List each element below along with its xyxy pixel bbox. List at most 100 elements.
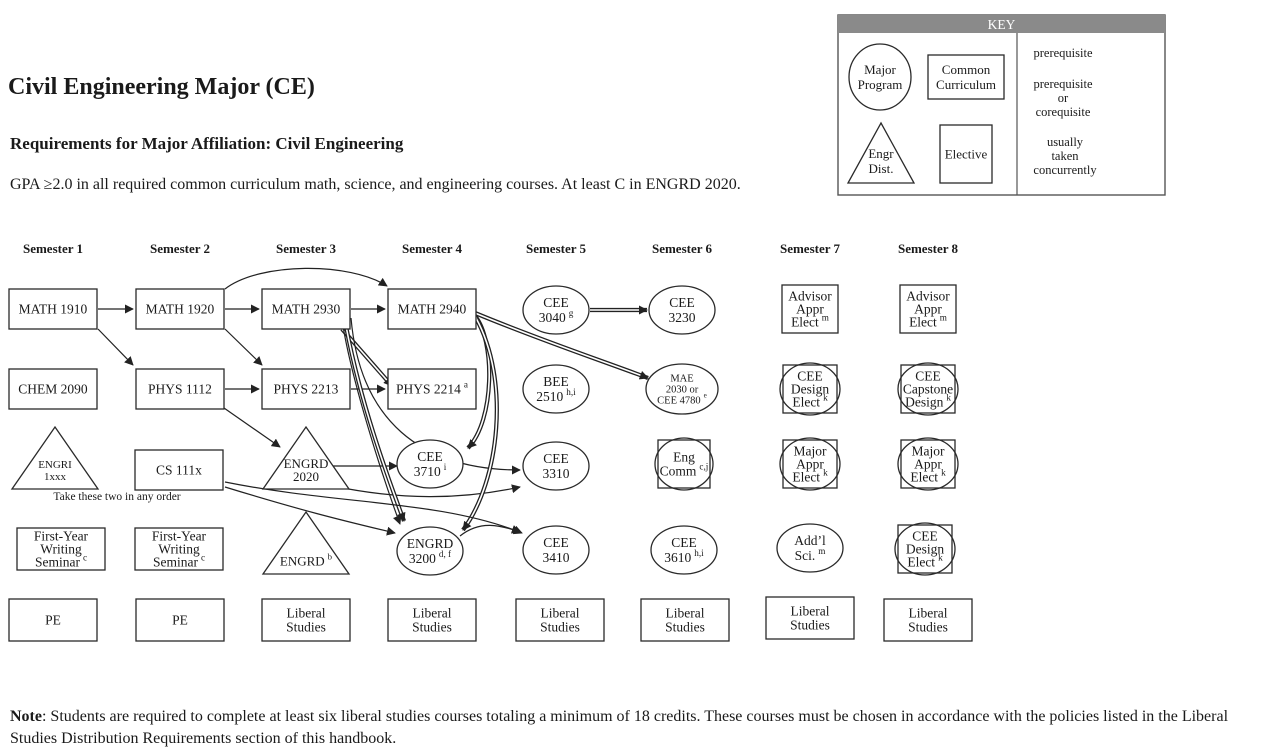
- course-phys2214-box: [387, 368, 477, 410]
- edge-math2930-engrd3200-co-inner: [345, 325, 405, 522]
- course-phys2213[interactable]: PHYS 2213: [261, 368, 351, 410]
- course-engri-triangle: [10, 425, 100, 490]
- course-cs111x-label-line: CS 111x: [156, 463, 202, 478]
- course-fyws2-box: [134, 527, 224, 571]
- course-lib7-label-line: Studies: [790, 618, 830, 633]
- course-lib8-box: [883, 598, 973, 642]
- course-mae2030-label-line: 2030 or: [666, 385, 699, 396]
- course-math1920[interactable]: MATH 1920: [135, 288, 225, 330]
- course-addlsci-label-line: Add’l: [794, 533, 826, 548]
- course-engrd2020-triangle: [261, 425, 351, 490]
- course-phys2213-label: PHYS 2213: [274, 382, 339, 397]
- key-shape-1-label-line: Program: [858, 77, 903, 92]
- course-math2940-label-line: MATH 2940: [398, 302, 467, 317]
- course-phys2213-box: [261, 368, 351, 410]
- course-lib3-label-line: Liberal: [287, 606, 326, 621]
- course-math1910[interactable]: MATH 1910: [8, 288, 98, 330]
- key-arrow-double-label-line: corequisite: [1036, 105, 1091, 119]
- course-ceecapstone-label-line: Design: [905, 395, 943, 410]
- course-math2930-label: MATH 2930: [272, 302, 341, 317]
- course-pe1-box: [8, 598, 98, 642]
- course-pe2-box: [135, 598, 225, 642]
- course-addlsci-label-line: Sci.: [795, 548, 816, 563]
- key-arrow-double-label-line: or: [1058, 91, 1069, 105]
- semester-header-1: Semester 1: [23, 241, 83, 256]
- course-engcomm-ellipse: [654, 437, 714, 491]
- key-arrow-single-label-line: prerequisite: [1033, 46, 1092, 60]
- course-lib6-box: [640, 598, 730, 642]
- course-chem2090[interactable]: CHEM 2090: [8, 368, 98, 410]
- key-shape-2-label-line: Common: [942, 62, 991, 77]
- course-lib5-label-line: Liberal: [541, 606, 580, 621]
- course-majorappr7-box: [782, 439, 838, 489]
- course-cee3710-label-line: 3710: [414, 464, 441, 479]
- course-ceecapstone-box: [900, 364, 956, 414]
- course-lib3-label-line: Studies: [286, 620, 326, 635]
- key-shape-4-box: [939, 124, 993, 184]
- course-cs111x[interactable]: CS 111x: [134, 449, 224, 491]
- course-ceedesign7-label-line: CEE: [797, 369, 823, 384]
- course-pe1-label: PE: [45, 613, 61, 628]
- course-cee3040-label-line: CEE: [543, 295, 569, 310]
- course-phys1112[interactable]: PHYS 1112: [135, 368, 225, 410]
- course-engrd-b-triangle: [261, 510, 351, 575]
- course-phys1112-box: [135, 368, 225, 410]
- semester-header-7: Semester 7: [780, 241, 841, 256]
- course-pe2[interactable]: PE: [135, 598, 225, 642]
- course-phys2213-label-line: PHYS 2213: [274, 382, 339, 397]
- course-pe1[interactable]: PE: [8, 598, 98, 642]
- course-math2940[interactable]: MATH 2940: [387, 288, 477, 330]
- course-advisor7-footnote: m: [822, 313, 829, 323]
- course-engcomm-label-line: Comm: [660, 464, 697, 479]
- course-math1910-label-line: MATH 1910: [19, 302, 88, 317]
- course-math2930-box: [261, 288, 351, 330]
- course-advisor7-label-line: Advisor: [788, 289, 832, 304]
- course-ceedesign7-ellipse: [779, 362, 841, 416]
- course-majorappr7-label-line: Elect: [792, 470, 820, 485]
- course-lib4-box: [387, 598, 477, 642]
- course-math2930[interactable]: MATH 2930: [261, 288, 351, 330]
- course-ceedesign7-label-line: Design: [791, 382, 829, 397]
